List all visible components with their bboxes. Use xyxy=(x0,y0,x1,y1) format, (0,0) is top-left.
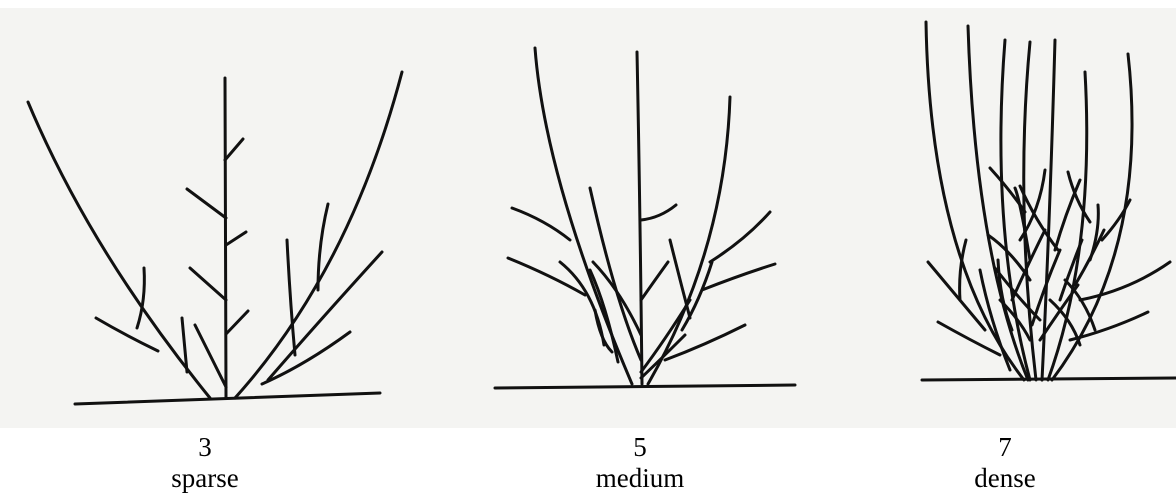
stem xyxy=(28,102,210,398)
stem xyxy=(648,97,730,384)
shrub-medium xyxy=(495,48,795,388)
branch xyxy=(262,332,350,384)
branch xyxy=(318,204,328,290)
branch xyxy=(702,264,775,290)
drawing-panel xyxy=(0,8,1176,428)
branch xyxy=(560,262,604,345)
branch xyxy=(512,208,570,240)
branching-diagram xyxy=(0,0,1176,430)
branch xyxy=(137,268,144,328)
branch xyxy=(225,139,243,160)
branch xyxy=(190,268,226,300)
branch xyxy=(187,189,226,218)
branch xyxy=(226,232,246,245)
caption-dense: 7 dense xyxy=(905,432,1105,494)
branch xyxy=(670,240,690,318)
ground-line-medium xyxy=(495,385,795,388)
branch xyxy=(980,270,1010,370)
shrub-sparse xyxy=(28,72,402,404)
branch xyxy=(1055,180,1080,250)
branch xyxy=(682,262,712,330)
stem xyxy=(535,48,632,384)
branch xyxy=(590,188,641,360)
caption-sparse: 3 sparse xyxy=(105,432,305,494)
branch xyxy=(195,325,226,387)
branch xyxy=(287,240,295,355)
density-label: sparse xyxy=(105,463,305,494)
density-number: 3 xyxy=(105,432,305,463)
branch xyxy=(96,318,158,351)
branch xyxy=(641,205,676,220)
branch xyxy=(1070,312,1148,340)
caption-medium: 5 medium xyxy=(540,432,740,494)
branch xyxy=(641,262,668,300)
branch xyxy=(226,311,248,334)
branch xyxy=(1102,200,1130,240)
density-number: 7 xyxy=(905,432,1105,463)
stem xyxy=(225,78,226,398)
density-label: dense xyxy=(905,463,1105,494)
shrub-dense xyxy=(922,22,1176,380)
density-label: medium xyxy=(540,463,740,494)
branch xyxy=(1080,262,1170,300)
ground-line-sparse xyxy=(75,393,380,404)
stem xyxy=(235,72,402,398)
branch xyxy=(710,212,770,262)
density-number: 5 xyxy=(540,432,740,463)
